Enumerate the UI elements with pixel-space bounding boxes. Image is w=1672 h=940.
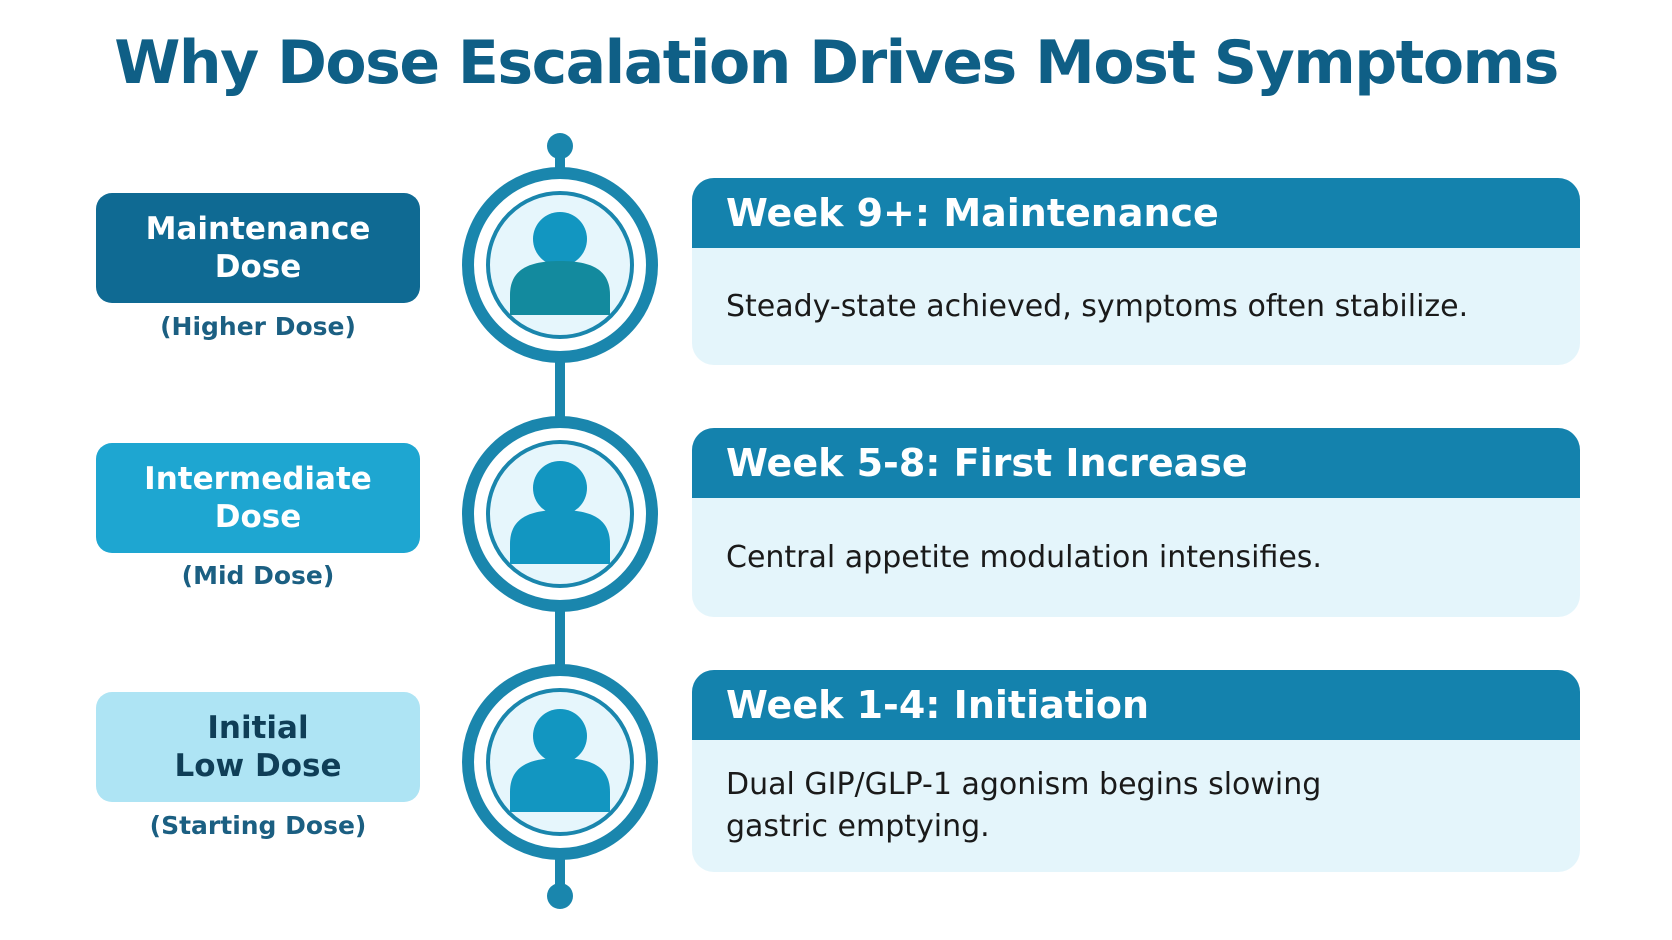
dose-label-line1: Initial xyxy=(207,710,309,746)
dose-label-line2: Dose xyxy=(214,249,302,285)
dose-node-intermediate xyxy=(462,416,658,612)
phase-description: Dual GIP/GLP-1 agonism begins slowing ga… xyxy=(726,767,1322,844)
dose-label-line2: Low Dose xyxy=(174,748,342,784)
dose-sub-maintenance: (Higher Dose) xyxy=(160,312,356,341)
dose-label-initial: Initial Low Dose xyxy=(96,692,420,802)
person-icon xyxy=(510,709,610,812)
dose-sub-initial: (Starting Dose) xyxy=(149,811,367,840)
dose-label-line1: Intermediate xyxy=(144,461,372,497)
phase-description: Central appetite modulation intensifies. xyxy=(726,539,1322,575)
phase-card-maintenance: Week 9+: Maintenance Steady-state achiev… xyxy=(692,178,1580,365)
phase-description: Steady-state achieved, symptoms often st… xyxy=(726,288,1469,324)
dose-label-maintenance: Maintenance Dose xyxy=(96,193,420,303)
person-icon xyxy=(510,461,610,564)
dose-label-line2: Dose xyxy=(214,499,302,535)
dose-node-initial xyxy=(462,664,658,860)
timeline-top-cap xyxy=(547,133,573,159)
dose-label-intermediate: Intermediate Dose xyxy=(96,443,420,553)
phase-card-first-increase: Week 5-8: First Increase Central appetit… xyxy=(692,428,1580,617)
phase-card-initiation: Week 1-4: Initiation Dual GIP/GLP-1 agon… xyxy=(692,670,1580,872)
person-icon xyxy=(510,212,610,315)
dose-sub-intermediate: (Mid Dose) xyxy=(181,561,335,590)
phase-heading: Week 5-8: First Increase xyxy=(692,428,1580,498)
dose-node-maintenance xyxy=(462,167,658,363)
timeline-bottom-cap xyxy=(547,883,573,909)
phase-heading: Week 1-4: Initiation xyxy=(692,670,1580,740)
dose-label-line1: Maintenance xyxy=(145,211,371,247)
phase-heading: Week 9+: Maintenance xyxy=(692,178,1580,248)
page-title: Why Dose Escalation Drives Most Symptoms xyxy=(114,28,1559,98)
